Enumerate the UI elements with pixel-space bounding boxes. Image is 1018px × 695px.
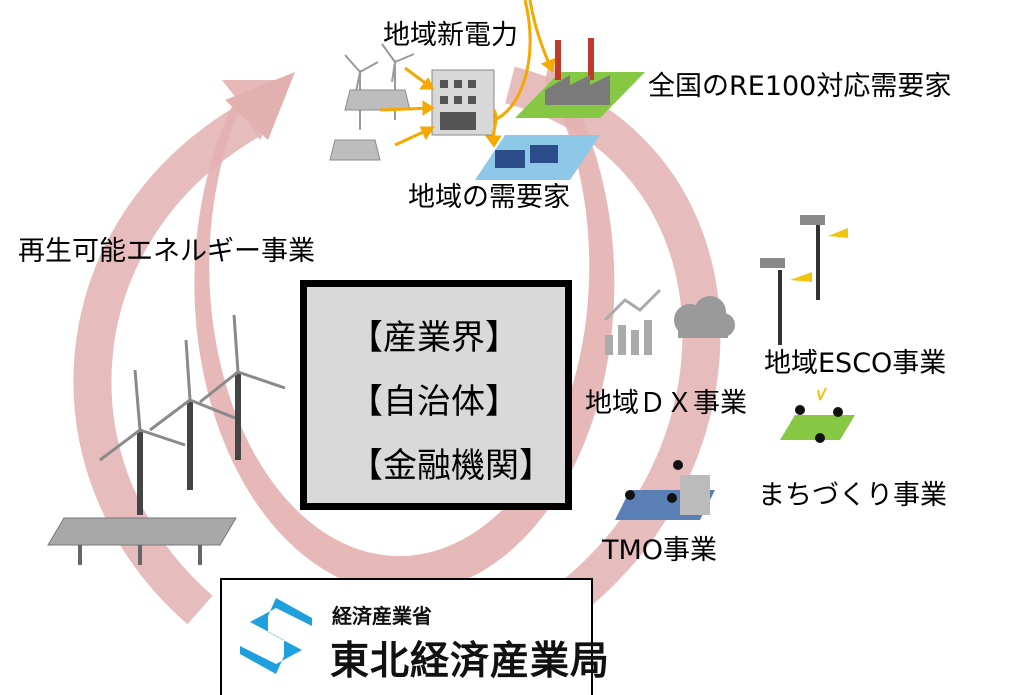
stakeholder-municipality: 【自治体】 <box>349 382 519 422</box>
ministry-logo-box: 経済産業省 東北経済産業局 <box>220 578 609 695</box>
solar-panel-icon <box>47 517 237 565</box>
label-esco: 地域ESCO事業 <box>764 348 947 379</box>
factory-icon <box>515 38 645 118</box>
wind-turbine-icon <box>344 43 415 130</box>
logo-bureau-name: 東北経済産業局 <box>330 639 611 684</box>
house-icon <box>475 135 600 180</box>
label-local-demand: 地域の需要家 <box>408 182 570 213</box>
label-re100: 全国のRE100対応需要家 <box>648 71 952 102</box>
stakeholder-industry: 【産業界】 <box>349 318 519 358</box>
label-renewable: 再生可能エネルギー事業 <box>18 236 315 267</box>
cycle-arrow-head <box>225 72 295 140</box>
street-light-icon <box>760 215 848 345</box>
label-machizukuri: まちづくり事業 <box>758 480 947 511</box>
cloud-icon <box>674 296 735 338</box>
label-tmo: TMO事業 <box>602 535 718 566</box>
logo-ministry-name: 経済産業省 <box>332 604 432 628</box>
wind-turbine-icon <box>99 314 286 515</box>
people-icon <box>615 460 715 520</box>
building-icon <box>431 69 495 136</box>
chart-icon <box>603 288 662 355</box>
people-icon <box>780 387 855 443</box>
ministry-logo-icon <box>240 598 312 674</box>
supply-arrows <box>379 0 557 148</box>
label-new-power: 地域新電力 <box>383 20 518 51</box>
solar-panel-icon <box>329 89 411 161</box>
label-dx: 地域ＤＸ事業 <box>585 388 747 419</box>
stakeholder-box: 【産業界】 【自治体】 【金融機関】 <box>300 280 572 510</box>
stakeholder-finance: 【金融機関】 <box>349 446 553 486</box>
